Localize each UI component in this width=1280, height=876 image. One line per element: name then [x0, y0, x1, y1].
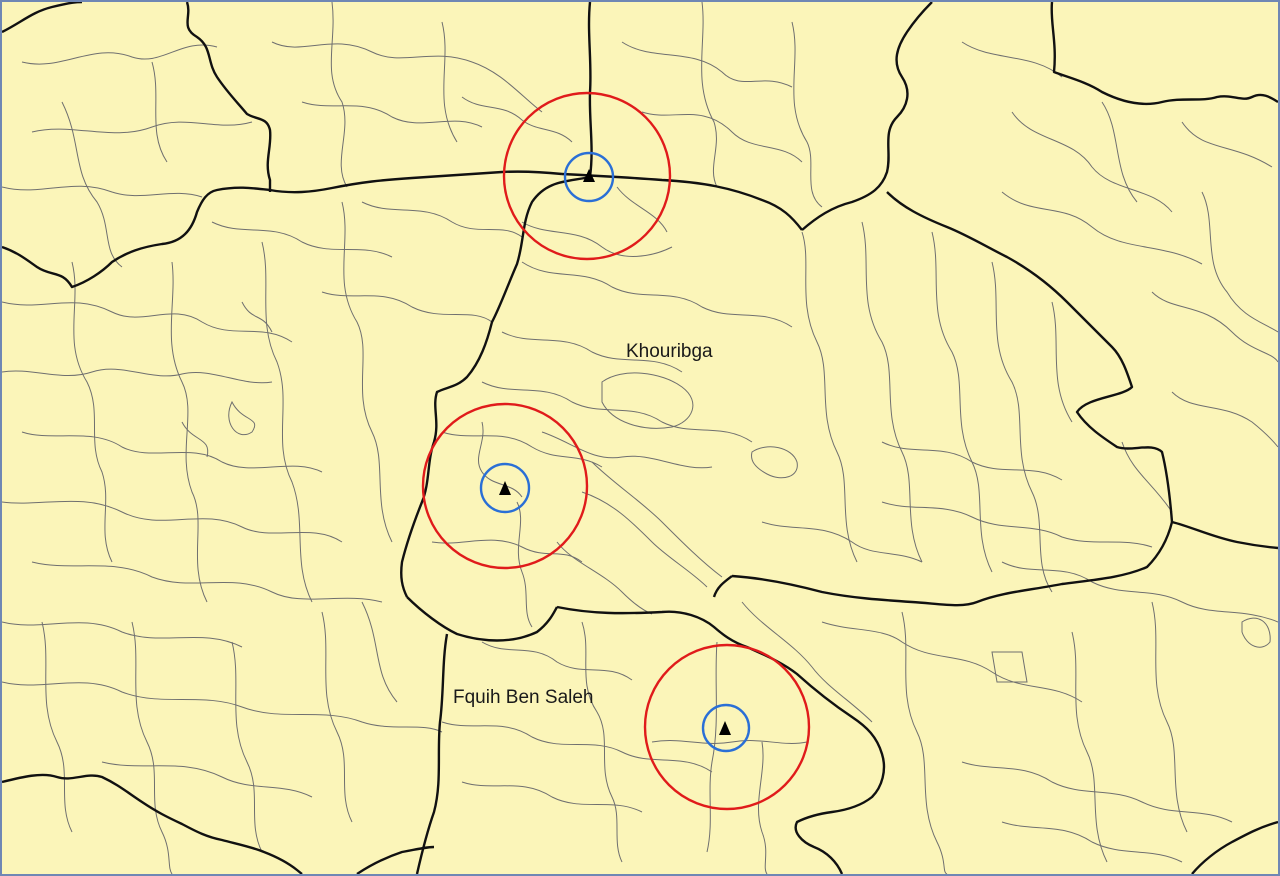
site-marker-north[interactable] — [502, 91, 672, 261]
site-marker-central[interactable] — [421, 402, 589, 570]
outer-buffer-ring — [643, 643, 811, 811]
triangle-marker-icon[interactable] — [499, 481, 511, 495]
label-fquih-ben-saleh: Fquih Ben Saleh — [453, 687, 594, 708]
triangle-marker-icon[interactable] — [719, 721, 731, 735]
inner-buffer-ring — [479, 462, 531, 514]
label-khouribga: Khouribga — [626, 341, 713, 362]
inner-buffer-ring — [563, 151, 615, 203]
outer-buffer-ring — [502, 91, 672, 261]
triangle-marker-icon[interactable] — [583, 169, 595, 182]
outer-buffer-ring — [421, 402, 589, 570]
inner-buffer-ring — [701, 703, 751, 753]
site-marker-south[interactable] — [643, 643, 811, 811]
